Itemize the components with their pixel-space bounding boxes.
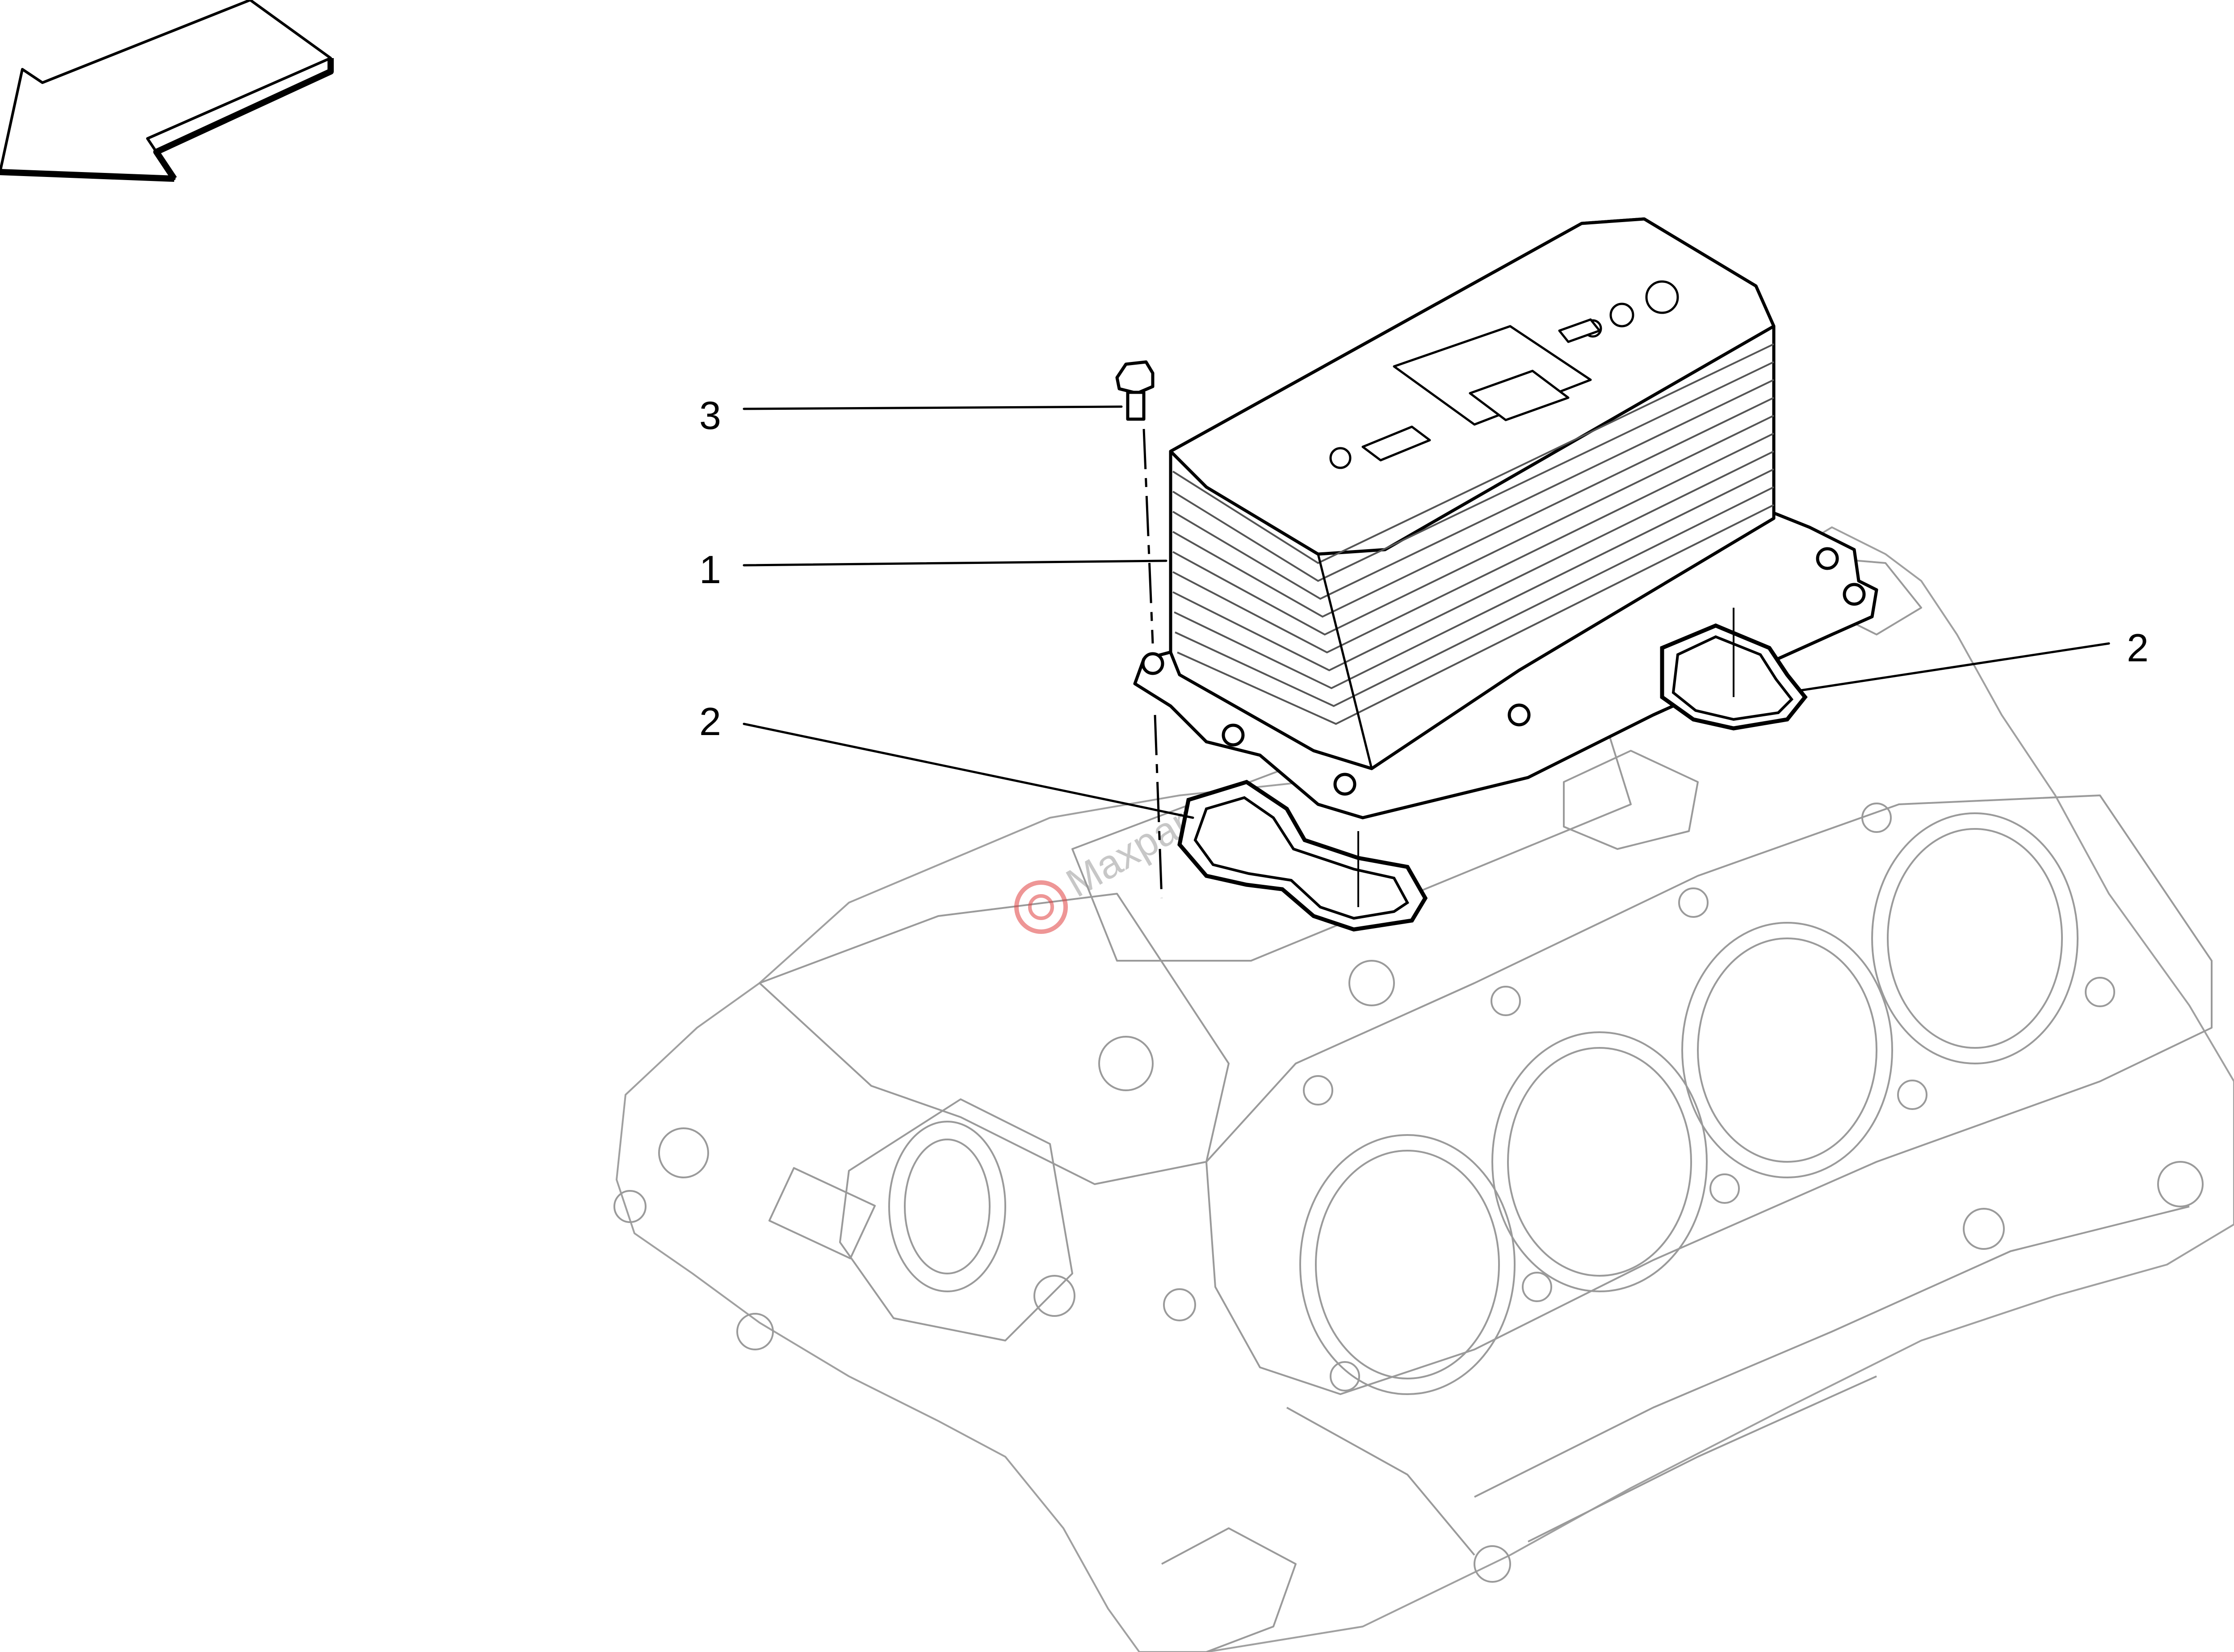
engine-block [613, 526, 2234, 1652]
callout-2b: 2 [2127, 626, 2149, 670]
callout-leaders [743, 405, 2110, 819]
oil-cooler-top-details [1329, 280, 1679, 469]
arrow-down-left-icon [0, 0, 334, 182]
oil-cooler-fins [1172, 343, 1774, 769]
gasket-left [1177, 780, 1428, 932]
gasket-right [1660, 608, 1808, 731]
callout-1: 1 [699, 547, 721, 592]
callout-labels: 3 1 2 2 [699, 393, 2149, 744]
leader-3 [743, 405, 1123, 410]
leader-1 [743, 559, 1167, 567]
callout-2a: 2 [699, 699, 721, 744]
callout-3: 3 [699, 393, 721, 437]
leader-2a [743, 723, 1194, 819]
bolt [1115, 360, 1163, 899]
leader-2b [1799, 642, 2110, 692]
